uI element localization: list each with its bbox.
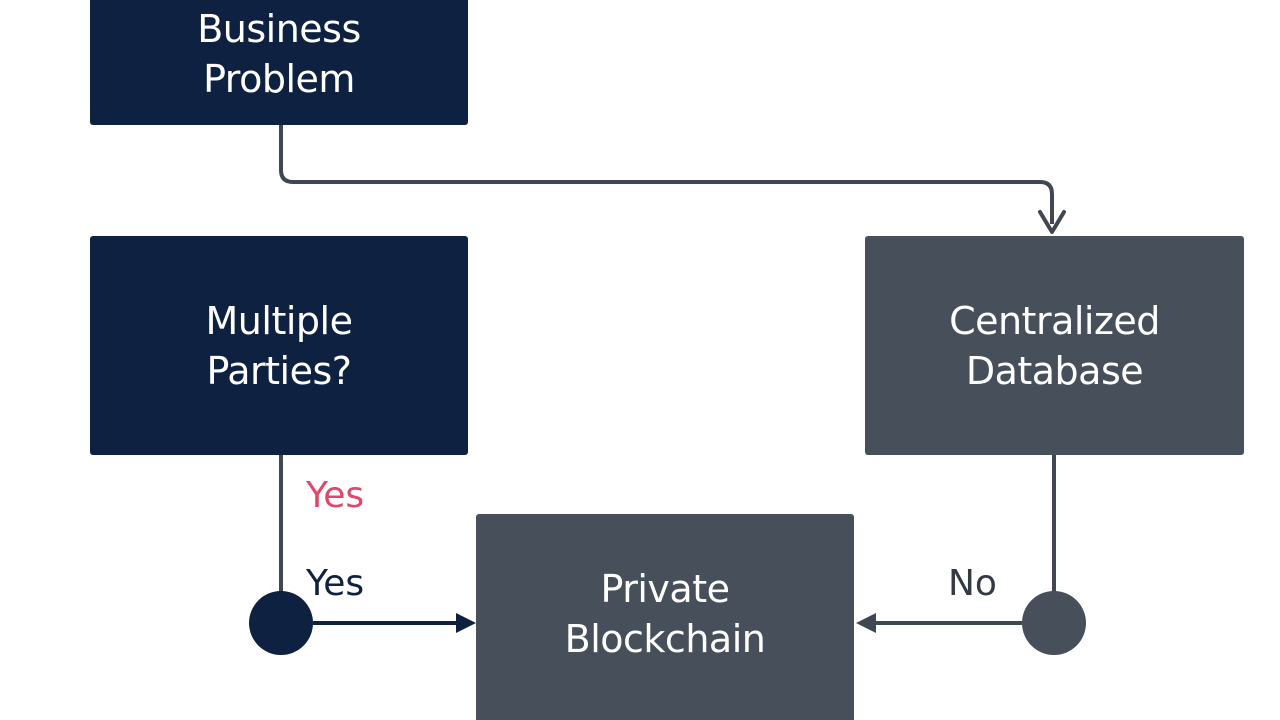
node-centralized-database-line-2: Database <box>965 348 1144 393</box>
node-multiple-parties-line-2: Parties? <box>206 348 352 393</box>
node-private-blockchain: Private Blockchain <box>476 514 854 720</box>
connector-business-to-central <box>279 125 1054 224</box>
arrowhead-yes-into-private <box>456 613 476 633</box>
node-private-blockchain-line-2: Blockchain <box>564 617 766 661</box>
node-business-problem-line-2: Problem <box>203 56 355 101</box>
no-junction-dot <box>1022 591 1086 655</box>
arrowhead-into-central <box>1038 210 1066 234</box>
node-centralized-database-line-1: Centralized <box>949 298 1160 343</box>
node-business-problem: Business Problem <box>90 0 468 125</box>
node-centralized-database: Centralized Database <box>865 236 1244 455</box>
edge-label-yes: Yes <box>306 563 365 604</box>
node-private-blockchain-line-1: Private <box>600 567 730 611</box>
node-multiple-parties: Multiple Parties? <box>90 236 468 455</box>
edge-label-no: No <box>948 563 997 604</box>
node-business-problem-line-1: Business <box>197 6 361 51</box>
node-multiple-parties-line-1: Multiple <box>205 298 353 343</box>
yes-junction-dot <box>249 591 313 655</box>
edge-label-yes-accent: Yes <box>306 475 365 516</box>
arrowhead-no-into-private <box>856 613 876 633</box>
